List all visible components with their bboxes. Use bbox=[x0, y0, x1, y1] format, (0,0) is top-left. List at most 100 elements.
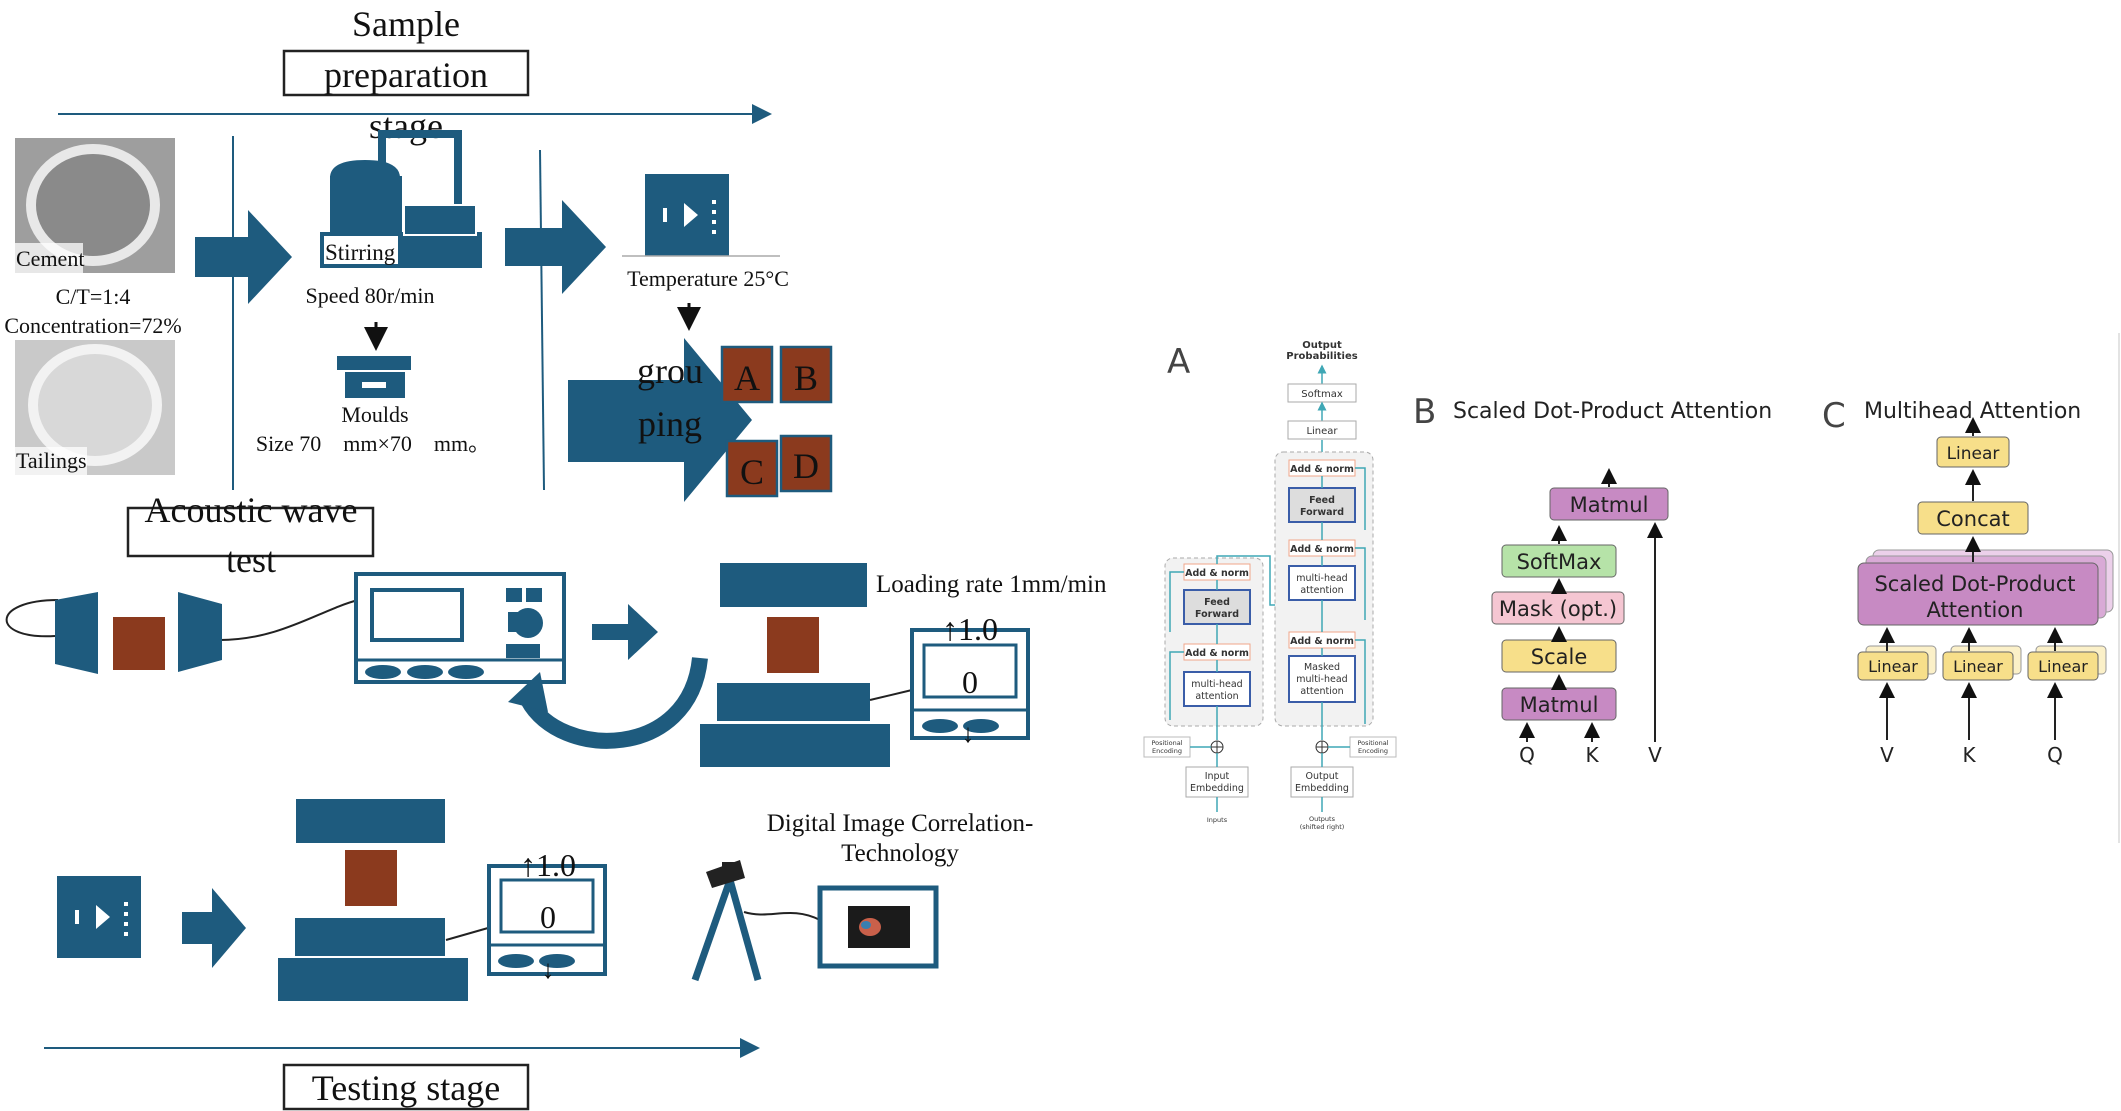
svg-text:attention: attention bbox=[1300, 686, 1343, 697]
svg-text:Forward: Forward bbox=[1300, 507, 1344, 518]
testing-title-box bbox=[282, 1063, 530, 1111]
svg-text:Output: Output bbox=[1306, 771, 1339, 782]
svg-text:Matmul: Matmul bbox=[1570, 493, 1649, 517]
acoustic-title-line2: test bbox=[226, 540, 276, 580]
moulds-icon bbox=[337, 356, 411, 398]
grouping-arrow bbox=[622, 338, 752, 502]
svg-text:Encoding: Encoding bbox=[1358, 747, 1388, 755]
acoustic-title-line1: Acoustic wave bbox=[145, 490, 358, 530]
panel-c-letter: C bbox=[1822, 396, 1846, 436]
mha-linear-k bbox=[1942, 651, 2014, 681]
group-c-label: C bbox=[740, 452, 764, 492]
prep-title-line1: Sample bbox=[352, 4, 460, 44]
svg-text:Linear: Linear bbox=[1947, 444, 2000, 464]
transducer-right-icon bbox=[178, 592, 222, 672]
svg-text:Matmul: Matmul bbox=[1520, 693, 1599, 717]
svg-text:Add & norm: Add & norm bbox=[1290, 464, 1354, 475]
gauge2-top-label: ↑1.0 bbox=[520, 847, 576, 883]
temperature-label: Temperature 25°C bbox=[627, 266, 789, 291]
camera-tripod-icon bbox=[691, 860, 762, 982]
svg-text:Encoding: Encoding bbox=[1152, 747, 1182, 755]
sdpa-q-label: Q bbox=[1519, 743, 1535, 767]
svg-text:SoftMax: SoftMax bbox=[1517, 550, 1602, 574]
sdpa-softmax bbox=[1501, 544, 1617, 578]
svg-text:Attention: Attention bbox=[1927, 598, 2024, 622]
group-b-label: B bbox=[794, 358, 818, 398]
stirring-machine-icon bbox=[320, 130, 482, 268]
gauge1-mid-label: 0 bbox=[962, 664, 978, 700]
svg-text:Scaled Dot-Product: Scaled Dot-Product bbox=[1874, 572, 2075, 596]
svg-text:Linear: Linear bbox=[1868, 657, 1918, 676]
grouping-line1: grou bbox=[637, 351, 703, 391]
svg-text:Feed: Feed bbox=[1309, 495, 1335, 506]
svg-text:Add & norm: Add & norm bbox=[1185, 568, 1249, 579]
gauge1-top-label: ↑1.0 bbox=[942, 611, 998, 647]
svg-text:Add & norm: Add & norm bbox=[1185, 648, 1249, 659]
acoustic-title-box bbox=[126, 506, 375, 558]
prep-title-box bbox=[282, 49, 530, 97]
block-arrow-4 bbox=[182, 888, 246, 968]
mha-linear-q bbox=[2027, 651, 2099, 681]
svg-text:Input: Input bbox=[1205, 771, 1230, 782]
group-d-block bbox=[779, 434, 833, 493]
mha-q-label: Q bbox=[2047, 743, 2063, 767]
group-a-block bbox=[720, 345, 774, 404]
gauge2-bottom-label: ↓ bbox=[542, 955, 555, 984]
sdpa-v-label: V bbox=[1648, 743, 1662, 767]
testing-title: Testing stage bbox=[312, 1068, 500, 1108]
svg-text:Linear: Linear bbox=[1953, 657, 2003, 676]
svg-text:Positional: Positional bbox=[1357, 739, 1388, 747]
svg-text:multi-head: multi-head bbox=[1191, 679, 1242, 690]
gauge2-mid-label: 0 bbox=[540, 899, 556, 935]
svg-text:Concat: Concat bbox=[1936, 507, 2009, 531]
acoustic-instrument-icon bbox=[354, 572, 566, 684]
svg-text:Outputs: Outputs bbox=[1309, 815, 1336, 823]
svg-text:Forward: Forward bbox=[1195, 609, 1239, 620]
svg-text:attention: attention bbox=[1300, 585, 1343, 596]
mha-concat bbox=[1917, 501, 2029, 535]
svg-text:Linear: Linear bbox=[1306, 426, 1338, 437]
block-arrow-2 bbox=[505, 200, 606, 294]
loading-machine-icon bbox=[700, 563, 890, 767]
gauge-display-1 bbox=[910, 628, 1030, 740]
sdpa-matmul-top bbox=[1549, 487, 1669, 521]
transducer-left-icon bbox=[55, 592, 98, 674]
curved-return-arrow bbox=[520, 656, 708, 749]
dic-label-line2: Technology bbox=[841, 840, 959, 867]
curing-box-icon-2 bbox=[57, 876, 141, 958]
gauge-display-2 bbox=[487, 864, 607, 976]
prep-title-line2: preparation bbox=[324, 55, 488, 95]
panel-a-letter: A bbox=[1167, 342, 1190, 382]
svg-text:attention: attention bbox=[1195, 691, 1238, 702]
size-label: Size 70 mm×70 mm。 bbox=[256, 431, 490, 456]
sdpa-diagram: B Scaled Dot-Product Attention Matmul So… bbox=[1413, 392, 1772, 767]
svg-text:Masked: Masked bbox=[1304, 662, 1340, 673]
sdpa-k-label: K bbox=[1585, 743, 1599, 767]
loading-rate-label: Loading rate 1mm/min bbox=[876, 571, 1107, 598]
cement-bowl-icon bbox=[26, 144, 160, 266]
stirring-label: Stirring bbox=[325, 240, 396, 265]
tailings-label: Tailings bbox=[16, 448, 87, 473]
moulds-label: Moulds bbox=[341, 402, 408, 427]
mha-sdpa-box bbox=[1857, 562, 2099, 626]
dic-label-line1: Digital Image Correlation- bbox=[767, 810, 1034, 837]
tailings-bowl-icon bbox=[28, 344, 162, 466]
mha-v-label: V bbox=[1880, 743, 1894, 767]
svg-text:multi-head: multi-head bbox=[1296, 573, 1347, 584]
acoustic-sample-block bbox=[113, 617, 165, 670]
svg-text:(shifted right): (shifted right) bbox=[1300, 823, 1345, 831]
svg-text:Softmax: Softmax bbox=[1301, 389, 1343, 400]
svg-text:Probabilities: Probabilities bbox=[1286, 351, 1357, 362]
cement-label: Cement bbox=[16, 246, 84, 271]
speed-label: Speed 80r/min bbox=[306, 283, 435, 308]
grouping-line2: ping bbox=[638, 404, 702, 444]
output-embedding-box bbox=[1290, 766, 1354, 798]
svg-text:Embedding: Embedding bbox=[1190, 783, 1244, 794]
group-d-label: D bbox=[793, 446, 819, 486]
curing-box-icon bbox=[645, 174, 729, 256]
group-a-label: A bbox=[734, 358, 760, 398]
ct-ratio-label: C/T=1:4 bbox=[56, 284, 131, 309]
group-b-block bbox=[779, 345, 833, 404]
process-diagram: Sample preparation stage Cement C/T=1:4 … bbox=[4, 4, 1107, 1111]
